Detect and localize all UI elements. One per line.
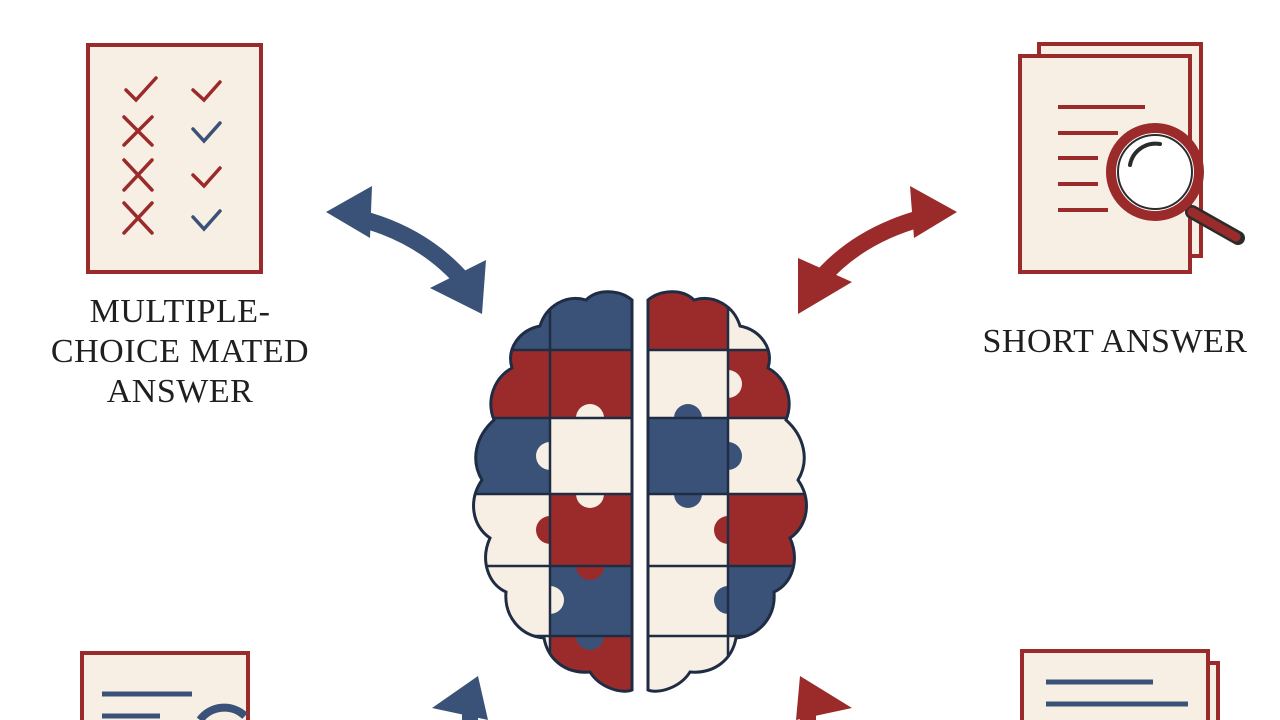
arrow-icon [432,676,488,720]
multiple-choice-label-line1: MULTIPLE- [89,293,271,330]
double-arrow-icon [798,186,957,314]
checklist-document-icon [86,43,263,274]
multiple-choice-label-line3: ANSWER [106,373,254,410]
puzzle-brain-icon [472,290,808,693]
document-icon [1020,649,1220,720]
multiple-choice-label-line2: CHOICE MATED [50,333,310,370]
multiple-choice-label: MULTIPLE- CHOICE MATED ANSWER [30,292,330,412]
double-arrow-icon [326,186,486,314]
document-magnifier-icon [1018,42,1245,274]
document-icon [80,651,250,720]
arrow-icon [796,676,852,720]
short-answer-label: SHORT ANSWER [982,323,1248,360]
